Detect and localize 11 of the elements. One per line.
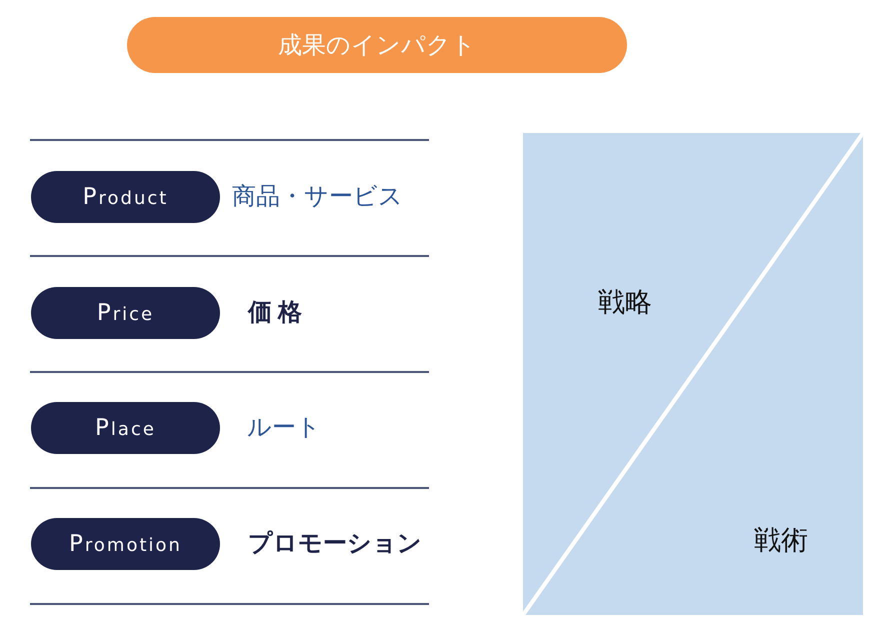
panel-label: 戦術 bbox=[754, 525, 808, 558]
category-label: Place bbox=[95, 415, 156, 441]
description-text: プロモーション bbox=[248, 529, 422, 558]
description-text: 価格 bbox=[248, 298, 308, 327]
category-label: Promotion bbox=[69, 531, 182, 557]
heading-text: 成果のインパクト bbox=[278, 30, 476, 61]
category-label: Product bbox=[82, 184, 168, 210]
panel-label: 戦略 bbox=[598, 287, 652, 320]
description-text: ルート bbox=[247, 413, 321, 442]
description-text: 商品・サービス bbox=[232, 182, 403, 211]
category-label: Price bbox=[96, 300, 154, 326]
